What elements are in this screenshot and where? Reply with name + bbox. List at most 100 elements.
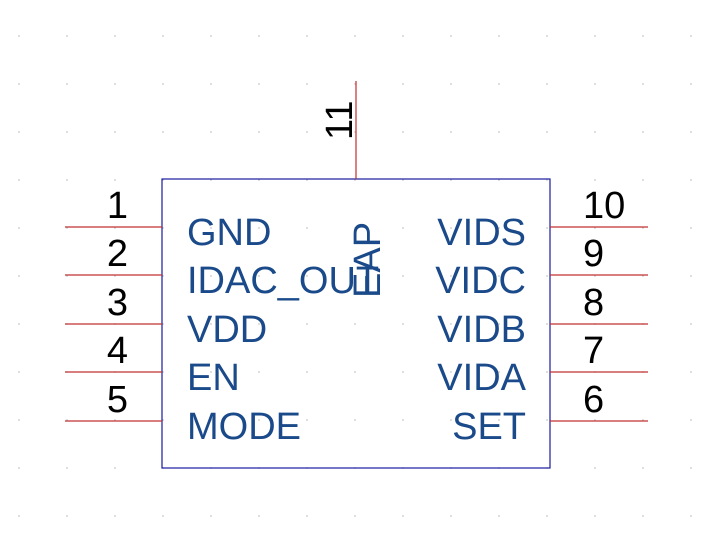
grid-dot	[258, 275, 260, 277]
grid-dot	[450, 419, 452, 421]
grid-dot	[66, 179, 68, 181]
grid-dot	[210, 275, 212, 277]
grid-dot	[690, 131, 692, 133]
grid-dot	[642, 515, 644, 517]
grid-dot	[402, 131, 404, 133]
grid-dot	[306, 323, 308, 325]
grid-dot	[162, 131, 164, 133]
grid-dot	[450, 227, 452, 229]
grid-dot	[690, 227, 692, 229]
pin-1-number: 1	[107, 185, 128, 227]
pin-7-number: 7	[583, 330, 604, 372]
grid-dot	[690, 467, 692, 469]
grid-dot	[18, 35, 20, 37]
grid-dot	[450, 275, 452, 277]
grid-dot	[642, 131, 644, 133]
grid-dot	[306, 35, 308, 37]
grid-dot	[162, 515, 164, 517]
grid-dot	[66, 35, 68, 37]
grid-dot	[546, 83, 548, 85]
grid-dot	[498, 227, 500, 229]
pin-8-number: 8	[583, 282, 604, 324]
grid-dot	[450, 131, 452, 133]
grid-dot	[642, 179, 644, 181]
grid-dot	[354, 419, 356, 421]
grid-dot	[690, 323, 692, 325]
grid-dot	[18, 131, 20, 133]
grid-dot	[546, 227, 548, 229]
grid-dot	[642, 83, 644, 85]
grid-dot	[690, 515, 692, 517]
grid-dot	[546, 35, 548, 37]
grid-dot	[258, 323, 260, 325]
pin-11-name: EAP	[347, 222, 389, 298]
grid-dot	[306, 515, 308, 517]
grid-dot	[18, 467, 20, 469]
grid-dot	[402, 323, 404, 325]
pin-4-number: 4	[107, 330, 128, 372]
pin-7-name: VIDA	[437, 357, 526, 399]
grid-dot	[18, 515, 20, 517]
grid-dot	[450, 35, 452, 37]
grid-dot	[258, 83, 260, 85]
grid-dot	[354, 227, 356, 229]
grid-dot	[354, 515, 356, 517]
grid-dot	[402, 371, 404, 373]
pin-2-name: IDAC_OUT	[187, 260, 379, 302]
grid-dot	[18, 179, 20, 181]
grid-dot	[642, 35, 644, 37]
grid-dot	[498, 275, 500, 277]
grid-dot	[594, 179, 596, 181]
grid-dot	[162, 35, 164, 37]
grid-dot	[162, 83, 164, 85]
grid-dot	[690, 179, 692, 181]
grid-dot	[18, 419, 20, 421]
grid-dot	[114, 35, 116, 37]
grid-dot	[546, 515, 548, 517]
grid-dot	[114, 131, 116, 133]
grid-dot	[210, 83, 212, 85]
grid-dot	[690, 419, 692, 421]
grid-dot	[18, 83, 20, 85]
pin-5-number: 5	[107, 379, 128, 421]
grid-dot	[402, 275, 404, 277]
grid-dot	[210, 227, 212, 229]
grid-dot	[642, 467, 644, 469]
grid-dot	[450, 323, 452, 325]
grid-dot	[402, 227, 404, 229]
pin-10-number: 10	[583, 185, 625, 227]
grid-dot	[594, 467, 596, 469]
grid-dot	[114, 83, 116, 85]
grid-dot	[594, 35, 596, 37]
grid-dot	[498, 83, 500, 85]
grid-dot	[114, 467, 116, 469]
grid-dot	[306, 371, 308, 373]
grid-dot	[306, 83, 308, 85]
grid-dot	[402, 35, 404, 37]
grid-dot	[498, 371, 500, 373]
grid-dot	[210, 371, 212, 373]
grid-dot	[306, 419, 308, 421]
pin-9-number: 9	[583, 233, 604, 275]
grid-dot	[258, 515, 260, 517]
grid-dot	[258, 371, 260, 373]
pin-3-number: 3	[107, 282, 128, 324]
grid-dot	[690, 83, 692, 85]
grid-dot	[18, 275, 20, 277]
grid-dot	[402, 515, 404, 517]
pin-4-name: EN	[187, 357, 240, 399]
grid-dot	[354, 35, 356, 37]
grid-dot	[114, 179, 116, 181]
grid-dot	[450, 83, 452, 85]
grid-dot	[258, 131, 260, 133]
grid-dot	[594, 515, 596, 517]
grid-dot	[450, 371, 452, 373]
pin-2-number: 2	[107, 233, 128, 275]
grid-dot	[546, 371, 548, 373]
grid-dot	[690, 35, 692, 37]
grid-dot	[402, 83, 404, 85]
grid-dot	[306, 227, 308, 229]
